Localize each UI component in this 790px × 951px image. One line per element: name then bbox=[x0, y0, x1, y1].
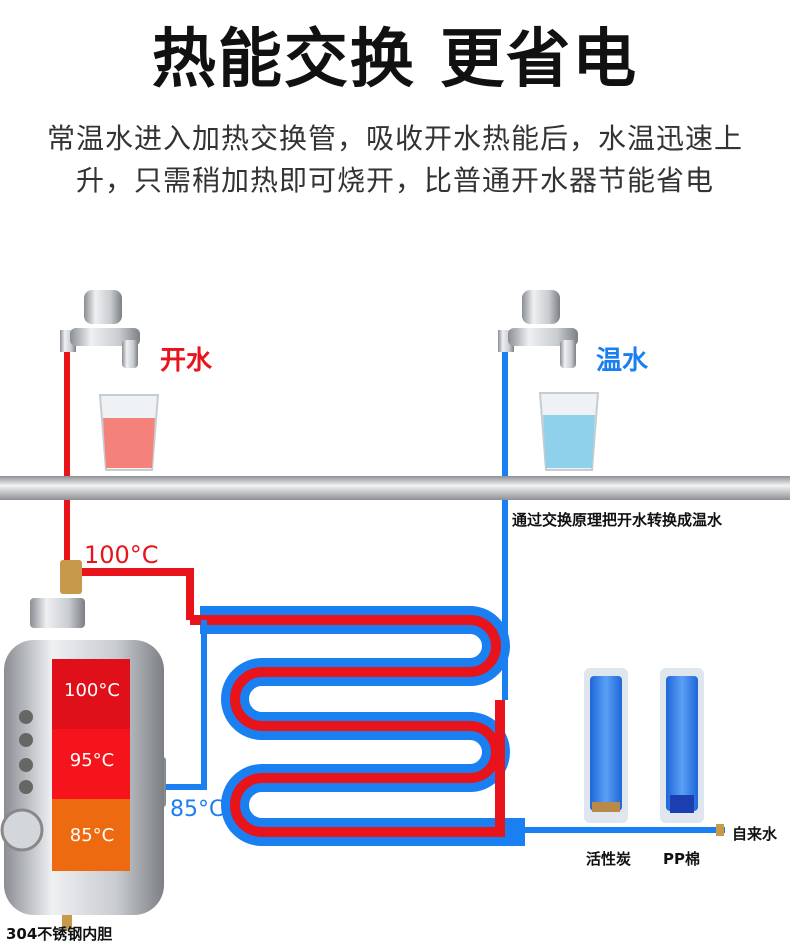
tank-zone-95-label: 95°C bbox=[69, 750, 115, 771]
tank-zone-100-label: 100°C bbox=[64, 680, 120, 701]
filter-carbon-label: 活性炭 bbox=[586, 850, 632, 868]
tank bbox=[0, 640, 164, 929]
warm-water-label: 温水 bbox=[596, 346, 649, 376]
glass-hot-water-icon bbox=[98, 394, 160, 471]
filter-pp-label: PP棉 bbox=[663, 850, 700, 868]
outlet-temp-label: 100°C bbox=[84, 541, 159, 569]
wall-pipe bbox=[0, 476, 790, 500]
tap-inlet-fitting bbox=[716, 824, 724, 836]
exchange-coil-inner-hot bbox=[190, 615, 505, 837]
tank-zone-100 bbox=[52, 659, 130, 729]
page-title: 热能交换 更省电 bbox=[151, 23, 639, 97]
faucet-icon-warm bbox=[498, 290, 578, 368]
relief-valve-icon bbox=[30, 598, 85, 628]
hot-outlet-pipe bbox=[80, 568, 194, 620]
tank-zone-85 bbox=[52, 799, 130, 871]
exchange-note: 通过交换原理把开水转换成温水 bbox=[512, 511, 723, 529]
description: 常温水进入加热交换管，吸收开水热能后，水温迅速上升，只需稍加热即可烧开，比普通开… bbox=[46, 122, 743, 197]
faucet-icon-hot bbox=[60, 290, 140, 368]
return-temp-label: 85°C bbox=[170, 797, 225, 822]
tank-material-label: 304不锈钢内胆 bbox=[6, 925, 113, 943]
glass-warm-water-icon bbox=[538, 392, 600, 471]
tank-zone-95 bbox=[52, 729, 130, 799]
return-pipe bbox=[165, 620, 207, 790]
filter-carbon-icon bbox=[584, 668, 628, 823]
filter-pp-icon bbox=[660, 668, 704, 823]
valve-icon bbox=[60, 560, 82, 594]
boiling-water-label: 开水 bbox=[160, 346, 213, 376]
tank-zone-85-label: 85°C bbox=[69, 825, 115, 846]
tap-water-label: 自来水 bbox=[732, 825, 778, 843]
